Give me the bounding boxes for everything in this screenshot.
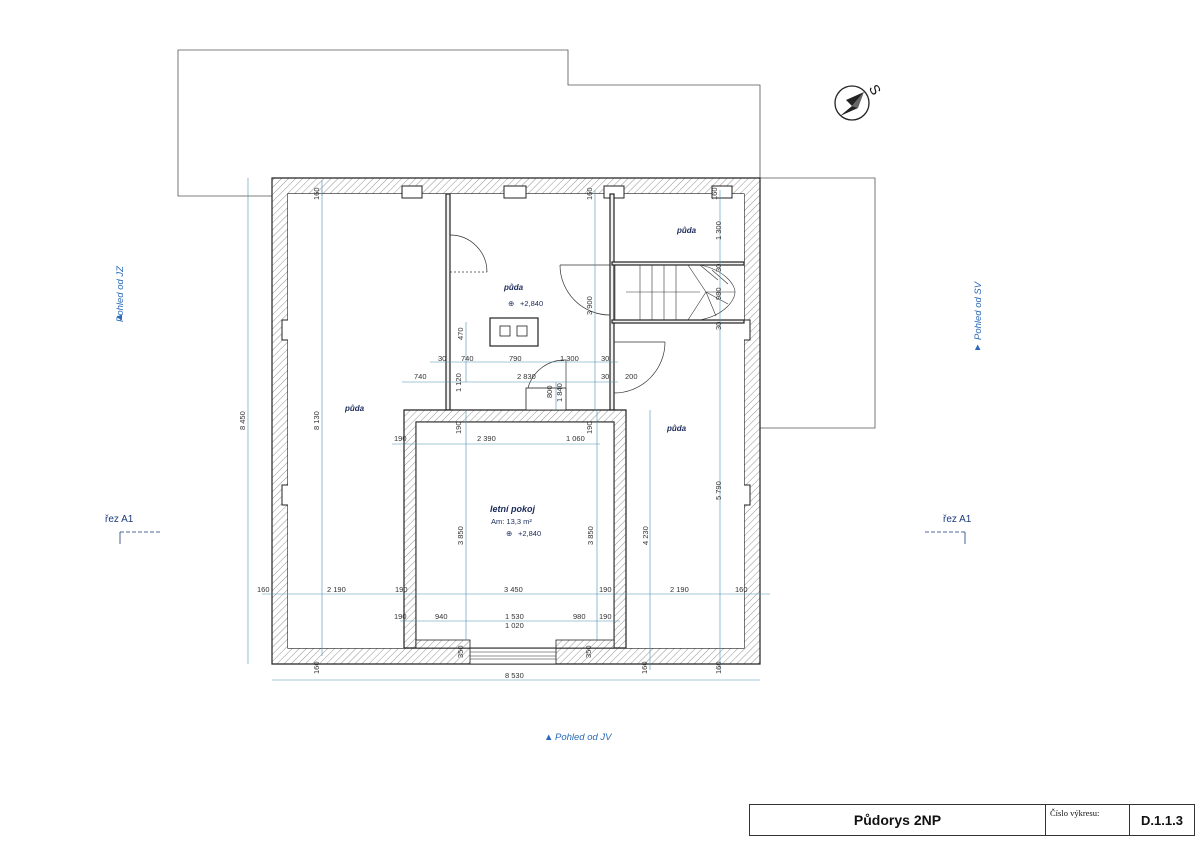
north-arrow-label: S bbox=[866, 82, 885, 98]
wall-center-left bbox=[445, 193, 451, 411]
dim: 160 bbox=[312, 187, 321, 200]
dim: 980 bbox=[714, 287, 723, 300]
svg-text:Pohled od JZ: Pohled od JZ bbox=[115, 265, 126, 322]
dim: 190 bbox=[599, 585, 612, 594]
dim: 190 bbox=[394, 612, 407, 621]
dimension-lines bbox=[247, 178, 770, 681]
dim: 190 bbox=[585, 421, 594, 434]
svg-text:Pohled od SV: Pohled od SV bbox=[973, 280, 984, 340]
dim: 30 bbox=[601, 354, 609, 363]
section-cut-left: řez A1 bbox=[105, 514, 134, 525]
dim: 350 bbox=[584, 645, 593, 658]
dim: 1 120 bbox=[454, 373, 463, 392]
dim: 800 bbox=[545, 385, 554, 398]
dim: 190 bbox=[454, 421, 463, 434]
dim: 30 bbox=[714, 322, 723, 330]
dim: 3 850 bbox=[586, 526, 595, 545]
roof-outline-left bbox=[177, 49, 761, 197]
dim: 2 830 bbox=[517, 372, 536, 381]
entry-door-opening bbox=[469, 645, 557, 665]
dim: 160 bbox=[640, 661, 649, 674]
dim: 3 900 bbox=[585, 296, 594, 315]
room-attic-right: půda bbox=[666, 424, 687, 433]
dim: 1 060 bbox=[566, 434, 585, 443]
wall-center-right bbox=[609, 193, 615, 411]
view-label-left: Pohled od JZ bbox=[115, 265, 126, 322]
north-arrow-icon bbox=[834, 85, 870, 121]
dim: 1 530 bbox=[505, 612, 524, 621]
view-marker-bottom: ▲ bbox=[544, 732, 553, 743]
drawing-title: Půdorys 2NP bbox=[750, 805, 1046, 835]
roof-outline-right bbox=[760, 177, 876, 429]
room-attic-left: půda bbox=[344, 404, 365, 413]
view-marker-left: ▲ bbox=[114, 313, 125, 322]
dim: 1 840 bbox=[555, 383, 564, 402]
dim: 190 bbox=[599, 612, 612, 621]
dim: 190 bbox=[395, 585, 408, 594]
dim: 30 bbox=[438, 354, 446, 363]
dim: 160 bbox=[710, 187, 719, 200]
view-label-bottom: Pohled od JV bbox=[555, 732, 613, 743]
dim: 160 bbox=[735, 585, 748, 594]
dim: 470 bbox=[456, 327, 465, 340]
drawing-number-label: Číslo výkresu: bbox=[1046, 805, 1130, 835]
dim: 190 bbox=[394, 434, 407, 443]
dim: 350 bbox=[456, 645, 465, 658]
room-summer: letní pokoj bbox=[490, 504, 535, 514]
dim: 2 190 bbox=[327, 585, 346, 594]
dim: 8 130 bbox=[312, 411, 321, 430]
dim: 4 230 bbox=[641, 526, 650, 545]
chimney bbox=[489, 317, 539, 347]
view-label-right: Pohled od SV bbox=[973, 280, 984, 340]
door-swings bbox=[449, 234, 666, 394]
dim: 980 bbox=[573, 612, 586, 621]
room-attic-center-level: +2,840 bbox=[520, 299, 543, 308]
level-icon: ⊕ bbox=[506, 529, 512, 538]
room-attic-center: půda bbox=[503, 283, 524, 292]
dim: 740 bbox=[461, 354, 474, 363]
dim: 160 bbox=[312, 661, 321, 674]
dim: 790 bbox=[509, 354, 522, 363]
dim: 160 bbox=[714, 661, 723, 674]
dim: 3 850 bbox=[456, 526, 465, 545]
dim: 1 020 bbox=[505, 621, 524, 630]
drawing-number: D.1.1.3 bbox=[1141, 812, 1183, 828]
dim: 740 bbox=[414, 372, 427, 381]
room-summer-area: Am: 13,3 m² bbox=[491, 517, 532, 526]
pilasters bbox=[281, 319, 751, 506]
dim: 1 300 bbox=[714, 221, 723, 240]
dim: 8 530 bbox=[505, 671, 524, 680]
dim: 1 300 bbox=[560, 354, 579, 363]
dim: 160 bbox=[257, 585, 270, 594]
dim: 200 bbox=[625, 372, 638, 381]
section-cut-right: řez A1 bbox=[943, 514, 972, 525]
dim: 8 450 bbox=[238, 411, 247, 430]
dim: 2 190 bbox=[670, 585, 689, 594]
dim: 940 bbox=[435, 612, 448, 621]
dim: 160 bbox=[585, 187, 594, 200]
staircase bbox=[614, 264, 736, 321]
dim: 30 bbox=[601, 372, 609, 381]
room-attic-top-right: půda bbox=[676, 226, 697, 235]
title-block: Půdorys 2NP Číslo výkresu: D.1.1.3 bbox=[749, 804, 1195, 836]
level-icon: ⊕ bbox=[508, 299, 514, 308]
dim: 5 790 bbox=[714, 481, 723, 500]
view-marker-right: ▲ bbox=[973, 342, 982, 353]
room-summer-level: +2,840 bbox=[518, 529, 541, 538]
dim: 2 390 bbox=[477, 434, 496, 443]
dim: 3 450 bbox=[504, 585, 523, 594]
dim: 30 bbox=[714, 264, 723, 272]
